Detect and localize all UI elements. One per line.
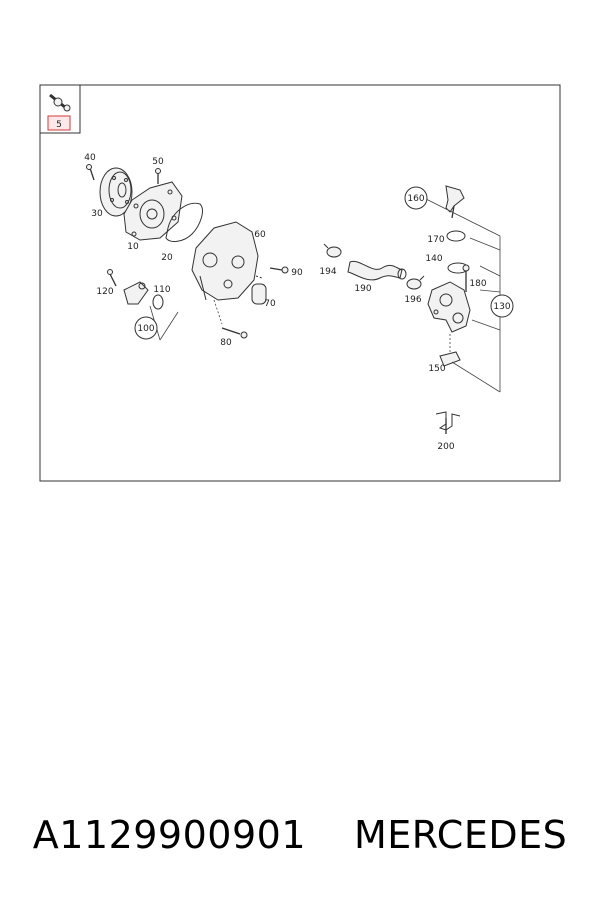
bracket-150-icon (439, 334, 461, 367)
exploded-parts-diagram: 5 (39, 84, 561, 482)
inset-label: 5 (56, 120, 62, 130)
callout-194: 194 (319, 267, 336, 277)
callout-160: 160 (407, 194, 424, 204)
callout-120: 120 (96, 287, 113, 297)
callout-10: 10 (127, 242, 139, 252)
clip-200-icon (435, 411, 461, 434)
inset-thumbnail: 5 (39, 84, 81, 134)
callout-100-circle: 100 (134, 316, 158, 340)
inset-label-box (47, 115, 71, 131)
bolt-thumbnail-icon (49, 93, 71, 112)
housing-60-icon (191, 221, 259, 301)
callout-130: 130 (493, 302, 510, 312)
seal-ring-170-icon (446, 230, 466, 242)
callout-40: 40 (84, 153, 96, 163)
callout-30: 30 (91, 209, 103, 219)
callout-130-circle: 130 (490, 294, 514, 318)
diagram-frame (39, 84, 561, 482)
hose-clamp-194-icon (323, 243, 342, 258)
callout-160-circle: 160 (404, 186, 428, 210)
callout-20: 20 (161, 253, 173, 263)
callout-196: 196 (404, 295, 421, 305)
water-pump-10-icon (123, 181, 183, 241)
cap-70-icon (251, 275, 267, 305)
bolt-50-icon (155, 168, 161, 184)
bolt-120-icon (107, 269, 117, 287)
callout-60: 60 (254, 230, 266, 240)
callout-100: 100 (137, 324, 154, 334)
connector-100-icon (123, 281, 149, 305)
callout-110: 110 (153, 285, 170, 295)
callout-170: 170 (427, 235, 444, 245)
callout-80: 80 (220, 338, 232, 348)
bolt-180-icon (462, 264, 470, 292)
sensor-160-icon (445, 185, 465, 219)
bolt-90-icon (269, 266, 289, 274)
part-caption: A1129900901 MERCEDES (0, 800, 600, 870)
callout-140: 140 (425, 254, 442, 264)
callout-90: 90 (291, 268, 303, 278)
hose-190-icon (347, 260, 403, 281)
thermostat-housing-130-icon (427, 281, 471, 333)
o-ring-110-icon (152, 294, 164, 310)
callout-200: 200 (437, 442, 454, 452)
pulley-30-icon (99, 167, 133, 217)
callout-150: 150 (428, 364, 445, 374)
gasket-20-icon (165, 202, 203, 242)
callout-190: 190 (354, 284, 371, 294)
callout-180: 180 (469, 279, 486, 289)
bolt-40-icon (86, 164, 95, 181)
bolt-80-icon (213, 299, 248, 339)
callout-50: 50 (152, 157, 164, 167)
hose-clamp-196-icon (406, 275, 425, 290)
part-number: A1129900901 (32, 813, 306, 857)
callout-70: 70 (264, 299, 276, 309)
brand-name: MERCEDES (354, 813, 568, 857)
